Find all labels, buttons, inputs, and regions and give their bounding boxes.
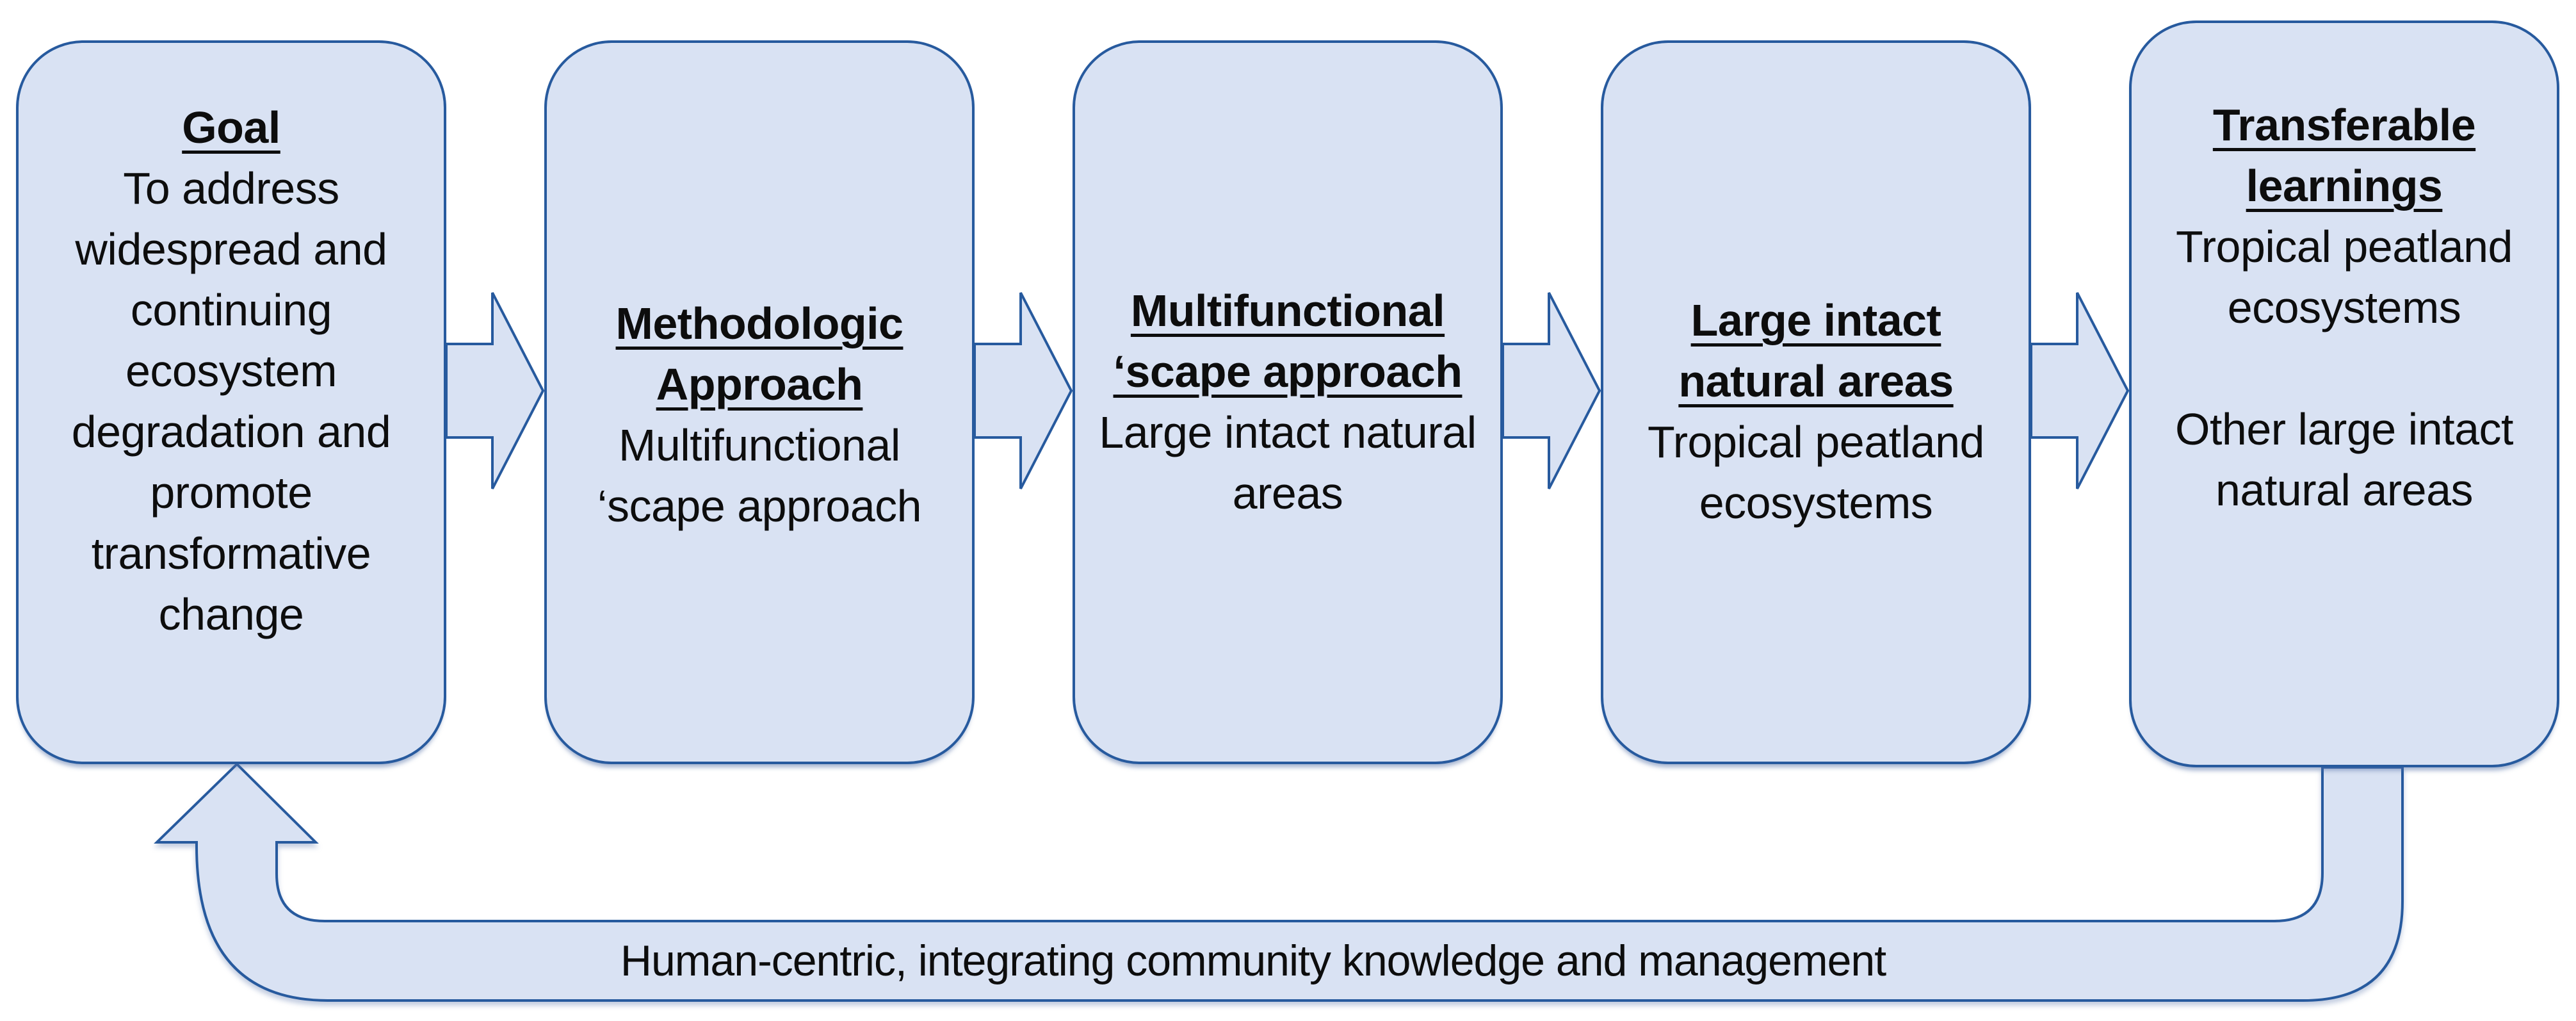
box-transferable-learnings-title: Transferable learnings — [2212, 100, 2476, 211]
flow-arrow-icon — [975, 292, 1073, 489]
box-multifunctional-scape-title: Multifunctional ‘scape approach — [1113, 286, 1462, 396]
box-transferable-learnings-text-2: Other large intact natural areas — [2175, 404, 2513, 515]
flow-arrow-icon — [2031, 292, 2129, 489]
flow-arrow-icon — [1503, 292, 1601, 489]
box-multifunctional-scape: Multifunctional ‘scape approach Large in… — [1073, 40, 1503, 764]
box-goal-text: To address widespread and continuing eco… — [71, 163, 391, 639]
box-methodologic-approach-text: Multifunctional ‘scape approach — [597, 420, 922, 531]
flow-arrow-icon — [446, 292, 544, 489]
box-large-intact-natural-areas: Large intact natural areas Tropical peat… — [1601, 40, 2031, 764]
box-multifunctional-scape-text: Large intact natural areas — [1099, 407, 1477, 518]
box-multifunctional-scape-body: Large intact natural areas — [1089, 402, 1486, 524]
box-large-intact-natural-areas-text: Tropical peatland ecosystems — [1648, 417, 1984, 528]
box-methodologic-approach: Methodologic Approach Multifunctional ‘s… — [544, 40, 975, 764]
box-goal-title: Goal — [182, 102, 280, 152]
box-goal-body: To address widespread and continuing eco… — [33, 158, 430, 645]
box-methodologic-approach-body: Multifunctional ‘scape approach — [561, 415, 958, 537]
box-transferable-learnings-body: Tropical peatland ecosystems Other large… — [2146, 216, 2543, 521]
feedback-loop-label: Human-centric, integrating community kno… — [620, 936, 1886, 985]
box-transferable-learnings: Transferable learnings Tropical peatland… — [2129, 20, 2559, 767]
box-goal: Goal To address widespread and continuin… — [16, 40, 446, 764]
box-large-intact-natural-areas-title: Large intact natural areas — [1678, 295, 1954, 406]
box-methodologic-approach-title: Methodologic Approach — [615, 298, 903, 409]
box-large-intact-natural-areas-body: Tropical peatland ecosystems — [1617, 412, 2014, 534]
box-transferable-learnings-text-1: Tropical peatland ecosystems — [2176, 222, 2513, 332]
